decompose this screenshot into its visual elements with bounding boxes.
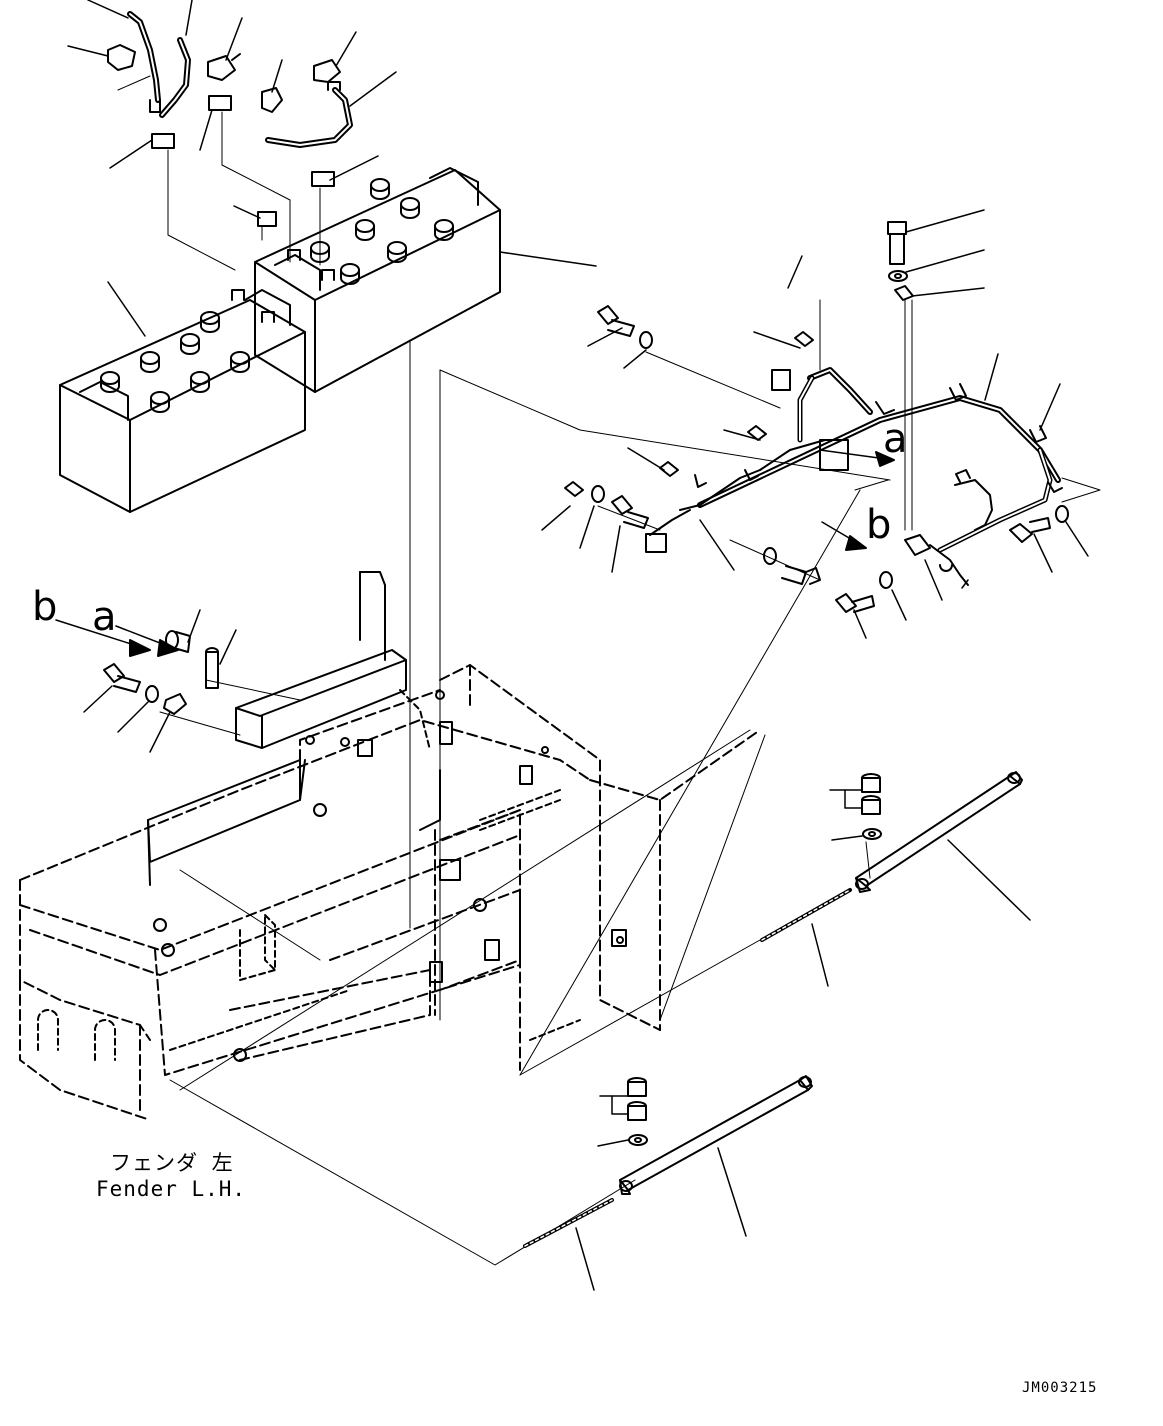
- wire-harness: [564, 285, 1063, 586]
- caption-english: Fender L.H.: [96, 1177, 246, 1201]
- view-a-b-parts: [83, 609, 301, 753]
- caption-japanese: フェンダ 左: [110, 1151, 234, 1175]
- view-label-b-left: b: [32, 584, 57, 630]
- view-label-b-upper: b: [866, 502, 891, 548]
- drawing-code: JM003215: [1022, 1380, 1097, 1396]
- view-label-a-upper: a: [883, 416, 908, 462]
- battery-cables: [107, 11, 353, 271]
- battery-right: [254, 167, 501, 393]
- view-arrows: [55, 449, 895, 657]
- leader-lines-top: [67, 0, 597, 337]
- harness-fasteners: [591, 221, 1101, 613]
- battery-left: [59, 289, 306, 513]
- leader-lines-harness: [541, 209, 1089, 639]
- fender-frame: [19, 571, 761, 1121]
- hold-down-bar-upper: [760, 771, 1031, 987]
- assembly-guides: [169, 369, 891, 1266]
- hold-down-bar-lower: [523, 1075, 813, 1291]
- view-label-a-left: a: [92, 594, 117, 640]
